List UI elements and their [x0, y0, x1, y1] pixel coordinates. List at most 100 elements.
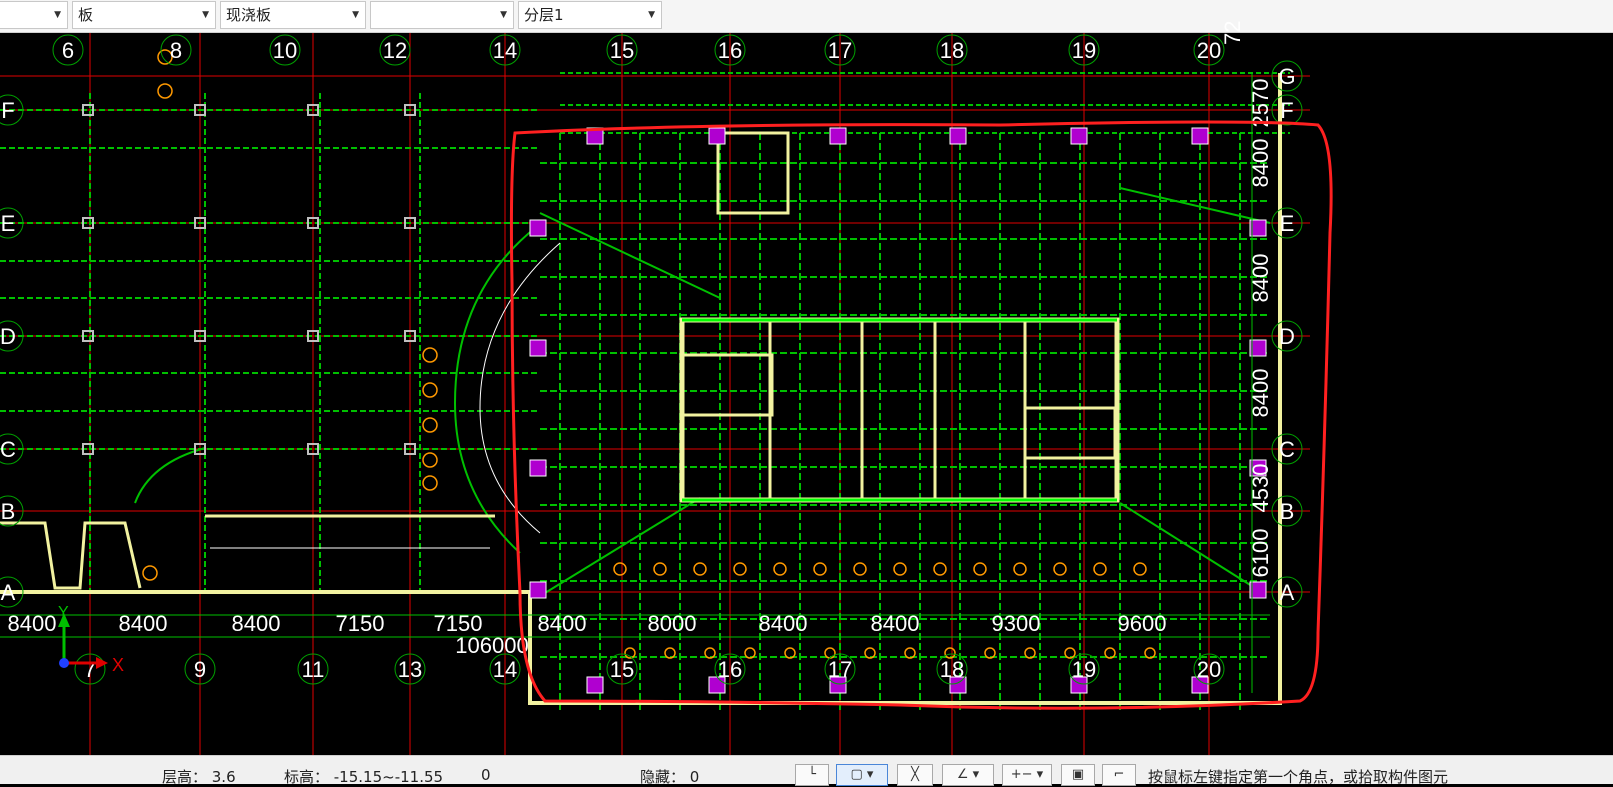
- bottom-axis-label-circle: [606, 653, 638, 685]
- top-axis-label-circle: [1193, 34, 1225, 66]
- column: [1249, 219, 1267, 237]
- column: [307, 217, 319, 229]
- column: [949, 127, 967, 145]
- chevron-down-icon[interactable]: ▼: [202, 10, 209, 20]
- ucs-origin: [59, 658, 69, 668]
- bottom-axis-label-circle: [824, 653, 856, 685]
- bottom-axis-label-circle: [1068, 653, 1100, 685]
- pile-marker: [142, 565, 158, 581]
- pile-marker: [624, 647, 636, 659]
- column: [1070, 127, 1088, 145]
- bottom-axis-label: 16: [718, 657, 742, 682]
- bottom-axis-label-circle: [936, 653, 968, 685]
- pile-marker: [813, 562, 827, 576]
- status-bar: 层高： 3.6 标高： -15.15~-11.55 0 隐藏： 0 └ ▢ ▾ …: [0, 755, 1613, 786]
- column: [307, 330, 319, 342]
- pile-marker: [157, 49, 173, 65]
- pile-marker: [1053, 562, 1067, 576]
- rect-select-button[interactable]: ▢ ▾: [836, 764, 888, 786]
- element-name-combo[interactable]: ▼: [370, 1, 514, 29]
- wall-layer: [0, 73, 1282, 705]
- ucs-y-label: Y: [58, 604, 69, 621]
- rect-select-icon: ▢ ▾: [850, 767, 874, 782]
- layer-button[interactable]: ▣: [1061, 764, 1095, 786]
- polyline-icon: ⌐: [1113, 767, 1125, 782]
- pile-marker: [1133, 562, 1147, 576]
- left-row-label-circle: [0, 495, 24, 527]
- ramp-arc: [479, 242, 561, 534]
- diagonal-beam: [1119, 187, 1271, 224]
- add-button[interactable]: +− ▾: [1002, 764, 1052, 786]
- pile-marker: [1064, 647, 1076, 659]
- pile-marker: [693, 562, 707, 576]
- top-axis-label: 6: [62, 38, 74, 63]
- bottom-axis-label: 13: [398, 657, 422, 682]
- element-type-combo[interactable]: 板 ▼: [72, 1, 216, 29]
- core-wall: [679, 317, 1120, 503]
- top-axis-label: 15: [610, 38, 634, 63]
- pile-marker: [733, 562, 747, 576]
- ucs-y-arrow: [58, 613, 70, 627]
- chevron-down-icon[interactable]: ▼: [54, 10, 61, 20]
- bottom-axis-label: 14: [493, 657, 517, 682]
- left-row-label: B: [1, 499, 16, 524]
- right-row-label: G: [1278, 64, 1295, 89]
- pile-marker: [744, 647, 756, 659]
- column: [404, 330, 416, 342]
- column: [194, 330, 206, 342]
- top-axis-label-circle: [606, 34, 638, 66]
- column: [829, 127, 847, 145]
- diagonal-beam: [544, 497, 701, 594]
- top-axis-label: 10: [273, 38, 297, 63]
- ucs-x-label: X: [112, 655, 124, 675]
- column: [529, 581, 547, 599]
- column: [529, 339, 547, 357]
- line-draw-button[interactable]: ∠ ▾: [942, 764, 994, 786]
- column: [708, 127, 726, 145]
- polyline-button[interactable]: ⌐: [1102, 764, 1136, 786]
- bottom-axis-label: 18: [940, 657, 964, 682]
- pile-marker: [664, 647, 676, 659]
- pile-marker: [933, 562, 947, 576]
- chevron-down-icon[interactable]: ▼: [500, 10, 507, 20]
- bottom-axis-label: 19: [1072, 657, 1096, 682]
- cross-select-icon: ╳: [911, 767, 919, 782]
- point-select-icon: └: [808, 767, 816, 782]
- chevron-down-icon[interactable]: ▼: [648, 10, 655, 20]
- element-subtype-combo[interactable]: 现浇板 ▼: [220, 1, 366, 29]
- structural-grid: [0, 33, 1310, 755]
- pile-marker: [1144, 647, 1156, 659]
- right-row-label: F: [1280, 98, 1293, 123]
- left-row-label-circle: [0, 433, 24, 465]
- bottom-axis-label: 7: [84, 657, 96, 682]
- column: [1249, 339, 1267, 357]
- pile-marker: [864, 647, 876, 659]
- chevron-down-icon[interactable]: ▼: [352, 10, 359, 20]
- top-axis-label-circle: [936, 34, 968, 66]
- line-draw-icon: ∠ ▾: [956, 767, 980, 782]
- element-type-value: 板: [78, 6, 94, 24]
- column: [1249, 581, 1267, 599]
- top-axis-label: 18: [940, 38, 964, 63]
- floor-combo[interactable]: ▼: [0, 1, 68, 29]
- point-select-button[interactable]: └: [795, 764, 829, 786]
- left-row-label: D: [0, 324, 16, 349]
- right-row-label: E: [1280, 211, 1295, 236]
- right-row-label: A: [1280, 580, 1295, 605]
- property-toolbar: ▼ 板 ▼ 现浇板 ▼ ▼ 分层1 ▼: [0, 0, 1613, 33]
- add-icon: +− ▾: [1010, 767, 1044, 782]
- column: [949, 676, 967, 694]
- pile-marker: [422, 452, 438, 468]
- column: [404, 443, 416, 455]
- right-row-label-circle: [1271, 94, 1303, 126]
- right-row-label: B: [1280, 499, 1295, 524]
- core-wall: [680, 353, 774, 417]
- stair-wall: [716, 131, 790, 215]
- layer-combo[interactable]: 分层1 ▼: [518, 1, 662, 29]
- top-axis-label: 16: [718, 38, 742, 63]
- pile-marker: [1024, 647, 1036, 659]
- bottom-axis-label: 20: [1197, 657, 1221, 682]
- column: [529, 459, 547, 477]
- cross-select-button[interactable]: ╳: [897, 764, 933, 786]
